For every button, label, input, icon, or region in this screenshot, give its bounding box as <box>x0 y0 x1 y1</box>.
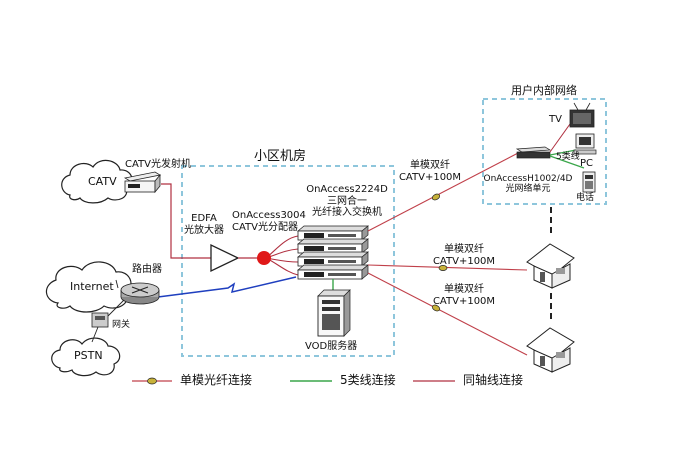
edfa-amplifier-icon <box>210 243 240 273</box>
router-gateway-link <box>107 299 125 317</box>
fiber-label-bottom-line1: 单模双纤 <box>444 284 484 295</box>
wan-link-router-switch <box>157 276 297 298</box>
house-icon <box>526 243 575 289</box>
fiber-label-mid: 单模双纤 CATV+100M <box>432 244 496 267</box>
cat5-link-onu-phone <box>549 155 585 169</box>
cat5-label: 5类线 <box>556 152 580 162</box>
fiber-link-to-house-2 <box>367 272 528 356</box>
cat5-link-onu-pc <box>549 149 577 156</box>
edfa-label: EDFA 光放大器 <box>184 213 224 236</box>
continuation-dots <box>550 207 552 319</box>
gateway-icon <box>91 312 109 328</box>
edfa-label-line2: 光放大器 <box>184 224 224 236</box>
fiber-label-top-line1: 单模双纤 <box>410 160 450 171</box>
fiber-link-to-onu <box>367 151 521 232</box>
user-network-title: 用户内部网络 <box>511 84 577 97</box>
fiber-connector-icon <box>431 193 448 312</box>
tv-label: TV <box>549 114 562 125</box>
legend-coax-label: 同轴线连接 <box>463 373 524 387</box>
fiber-connector-icon <box>147 377 157 385</box>
fiber-label-mid-line2: CATV+100M <box>432 255 496 267</box>
fiber-label-top: 单模双纤 CATV+100M <box>398 160 462 183</box>
legend-fiber-label: 单模光纤连接 <box>180 373 253 387</box>
pstn-cloud-label: PSTN <box>74 349 103 362</box>
phone-label: 电话 <box>576 193 595 203</box>
edfa-label-line1: EDFA <box>191 213 217 224</box>
tv-icon <box>569 102 595 128</box>
fiber-link-to-house-1 <box>367 264 528 271</box>
router-icon <box>120 282 160 305</box>
switch-stack-icon <box>297 225 369 280</box>
pc-label: PC <box>580 158 594 169</box>
gateway-pstn-link <box>91 326 99 343</box>
phone-icon <box>582 171 596 193</box>
legend-cat5-label: 5类线连接 <box>340 373 396 387</box>
fiber-label-bottom: 单模双纤 CATV+100M <box>432 284 496 307</box>
router-label: 路由器 <box>132 264 162 275</box>
catv-cloud-label: CATV <box>88 175 117 188</box>
fiber-label-bottom-line2: CATV+100M <box>432 295 496 307</box>
fiber-link-splitter-switch-1 <box>265 235 299 259</box>
user-network-box <box>482 98 607 205</box>
splitter-dot-icon <box>257 251 271 265</box>
internet-cloud-label: Internet <box>70 280 114 293</box>
fiber-label-top-line2: CATV+100M <box>398 171 462 183</box>
onu-label-line1: OnAccessH1002/4D <box>483 174 573 184</box>
splitter-label-line2: CATV光分配器 <box>232 221 298 233</box>
catv-transmitter-label: CATV光发射机 <box>125 159 191 170</box>
vod-server-icon <box>317 289 351 337</box>
pc-icon <box>573 133 597 155</box>
switch-label: OnAccess2224D 三网合一 光纤接入交换机 <box>304 184 390 219</box>
house-icon <box>526 327 575 373</box>
onu-device-icon <box>515 146 552 159</box>
community-room-box <box>181 165 395 357</box>
catv-transmitter-icon <box>123 171 162 194</box>
vod-server-label: VOD服务器 <box>305 341 358 352</box>
fiber-label-mid-line1: 单模双纤 <box>444 244 484 255</box>
splitter-label-line1: OnAccess3004 <box>232 210 306 221</box>
community-room-title: 小区机房 <box>254 149 307 164</box>
gateway-label: 网关 <box>112 320 131 330</box>
legend <box>132 377 455 385</box>
splitter-label: OnAccess3004 CATV光分配器 <box>232 210 306 233</box>
onu-label-line2: 光网络单元 <box>505 184 551 195</box>
internet-cloud-icon <box>45 261 132 313</box>
pstn-cloud-icon <box>51 337 121 377</box>
switch-label-line1: OnAccess2224D <box>306 184 388 195</box>
switch-label-line2: 三网合一 <box>327 195 367 207</box>
onu-label: OnAccessH1002/4D 光网络单元 <box>480 174 576 195</box>
coax-link-transmitter-edfa <box>161 183 211 259</box>
router-internet-link <box>115 279 119 289</box>
switch-label-line3: 光纤接入交换机 <box>312 207 382 218</box>
coax-link-onu-tv <box>549 123 571 153</box>
